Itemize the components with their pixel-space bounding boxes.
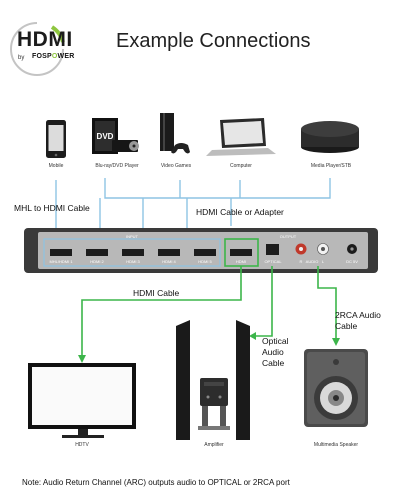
audio-r-label: R (299, 259, 303, 264)
output-header: OUTPUT (279, 234, 297, 239)
svg-text:DVD: DVD (97, 132, 114, 141)
source-label-games: Video Games (160, 163, 192, 169)
arc-note: Note: Audio Return Channel (ARC) outputs… (22, 478, 290, 487)
port-label-2: HDMI 2 (90, 259, 104, 264)
page-title: Example Connections (116, 30, 311, 52)
port-label-4: HDMI 4 (162, 259, 176, 264)
cable-arrowheads (78, 332, 340, 363)
port-label-5: HDMI 5 (198, 259, 212, 264)
port-label-3: HDMI 3 (126, 259, 140, 264)
logo-brand-text: FOSPOWER (32, 53, 75, 60)
dvd-player-icon: DVD (92, 118, 139, 154)
output-label-hdtv: HDTV (75, 442, 89, 448)
hdmi-switch-box (24, 228, 378, 273)
input-header: INPUT (126, 234, 138, 239)
mobile-phone-icon (46, 120, 66, 158)
out-hdmi-label: HDMI (235, 259, 247, 264)
hdmi-cable-label: HDMI Cable (133, 288, 180, 298)
logo-ring-icon (10, 22, 65, 76)
source-label-bluray: Blu-ray/DVD Player (95, 163, 139, 169)
port-label-1: MHL/HDMI 1 (49, 259, 73, 264)
optical-label: OPTICAL (264, 259, 282, 264)
hdmi-adapter-label: HDMI Cable or Adapter (196, 207, 284, 217)
tv-icon (28, 363, 136, 438)
logo-hdmi-text: HDMI (17, 28, 73, 51)
media-player-icon (301, 121, 359, 153)
output-cables (81, 266, 337, 355)
amplifier-speakers-icon (176, 320, 250, 440)
mhl-cable-label: MHL to HDMI Cable (14, 203, 90, 213)
laptop-icon (206, 118, 276, 156)
dc-label: DC 5V (346, 259, 358, 264)
logo-by-text: by (18, 55, 25, 61)
source-label-media: Media Player/STB (310, 163, 352, 169)
source-label-computer: Computer (230, 163, 252, 169)
output-label-amplifier: Amplifier (204, 442, 224, 448)
output-label-speaker: Multimedia Speaker (313, 442, 359, 448)
game-console-icon (160, 113, 190, 154)
speaker-icon (304, 349, 368, 427)
audio-l-label: L (321, 259, 325, 264)
audio-label: AUDIO (305, 259, 319, 264)
source-label-mobile: Mobile (48, 163, 64, 169)
